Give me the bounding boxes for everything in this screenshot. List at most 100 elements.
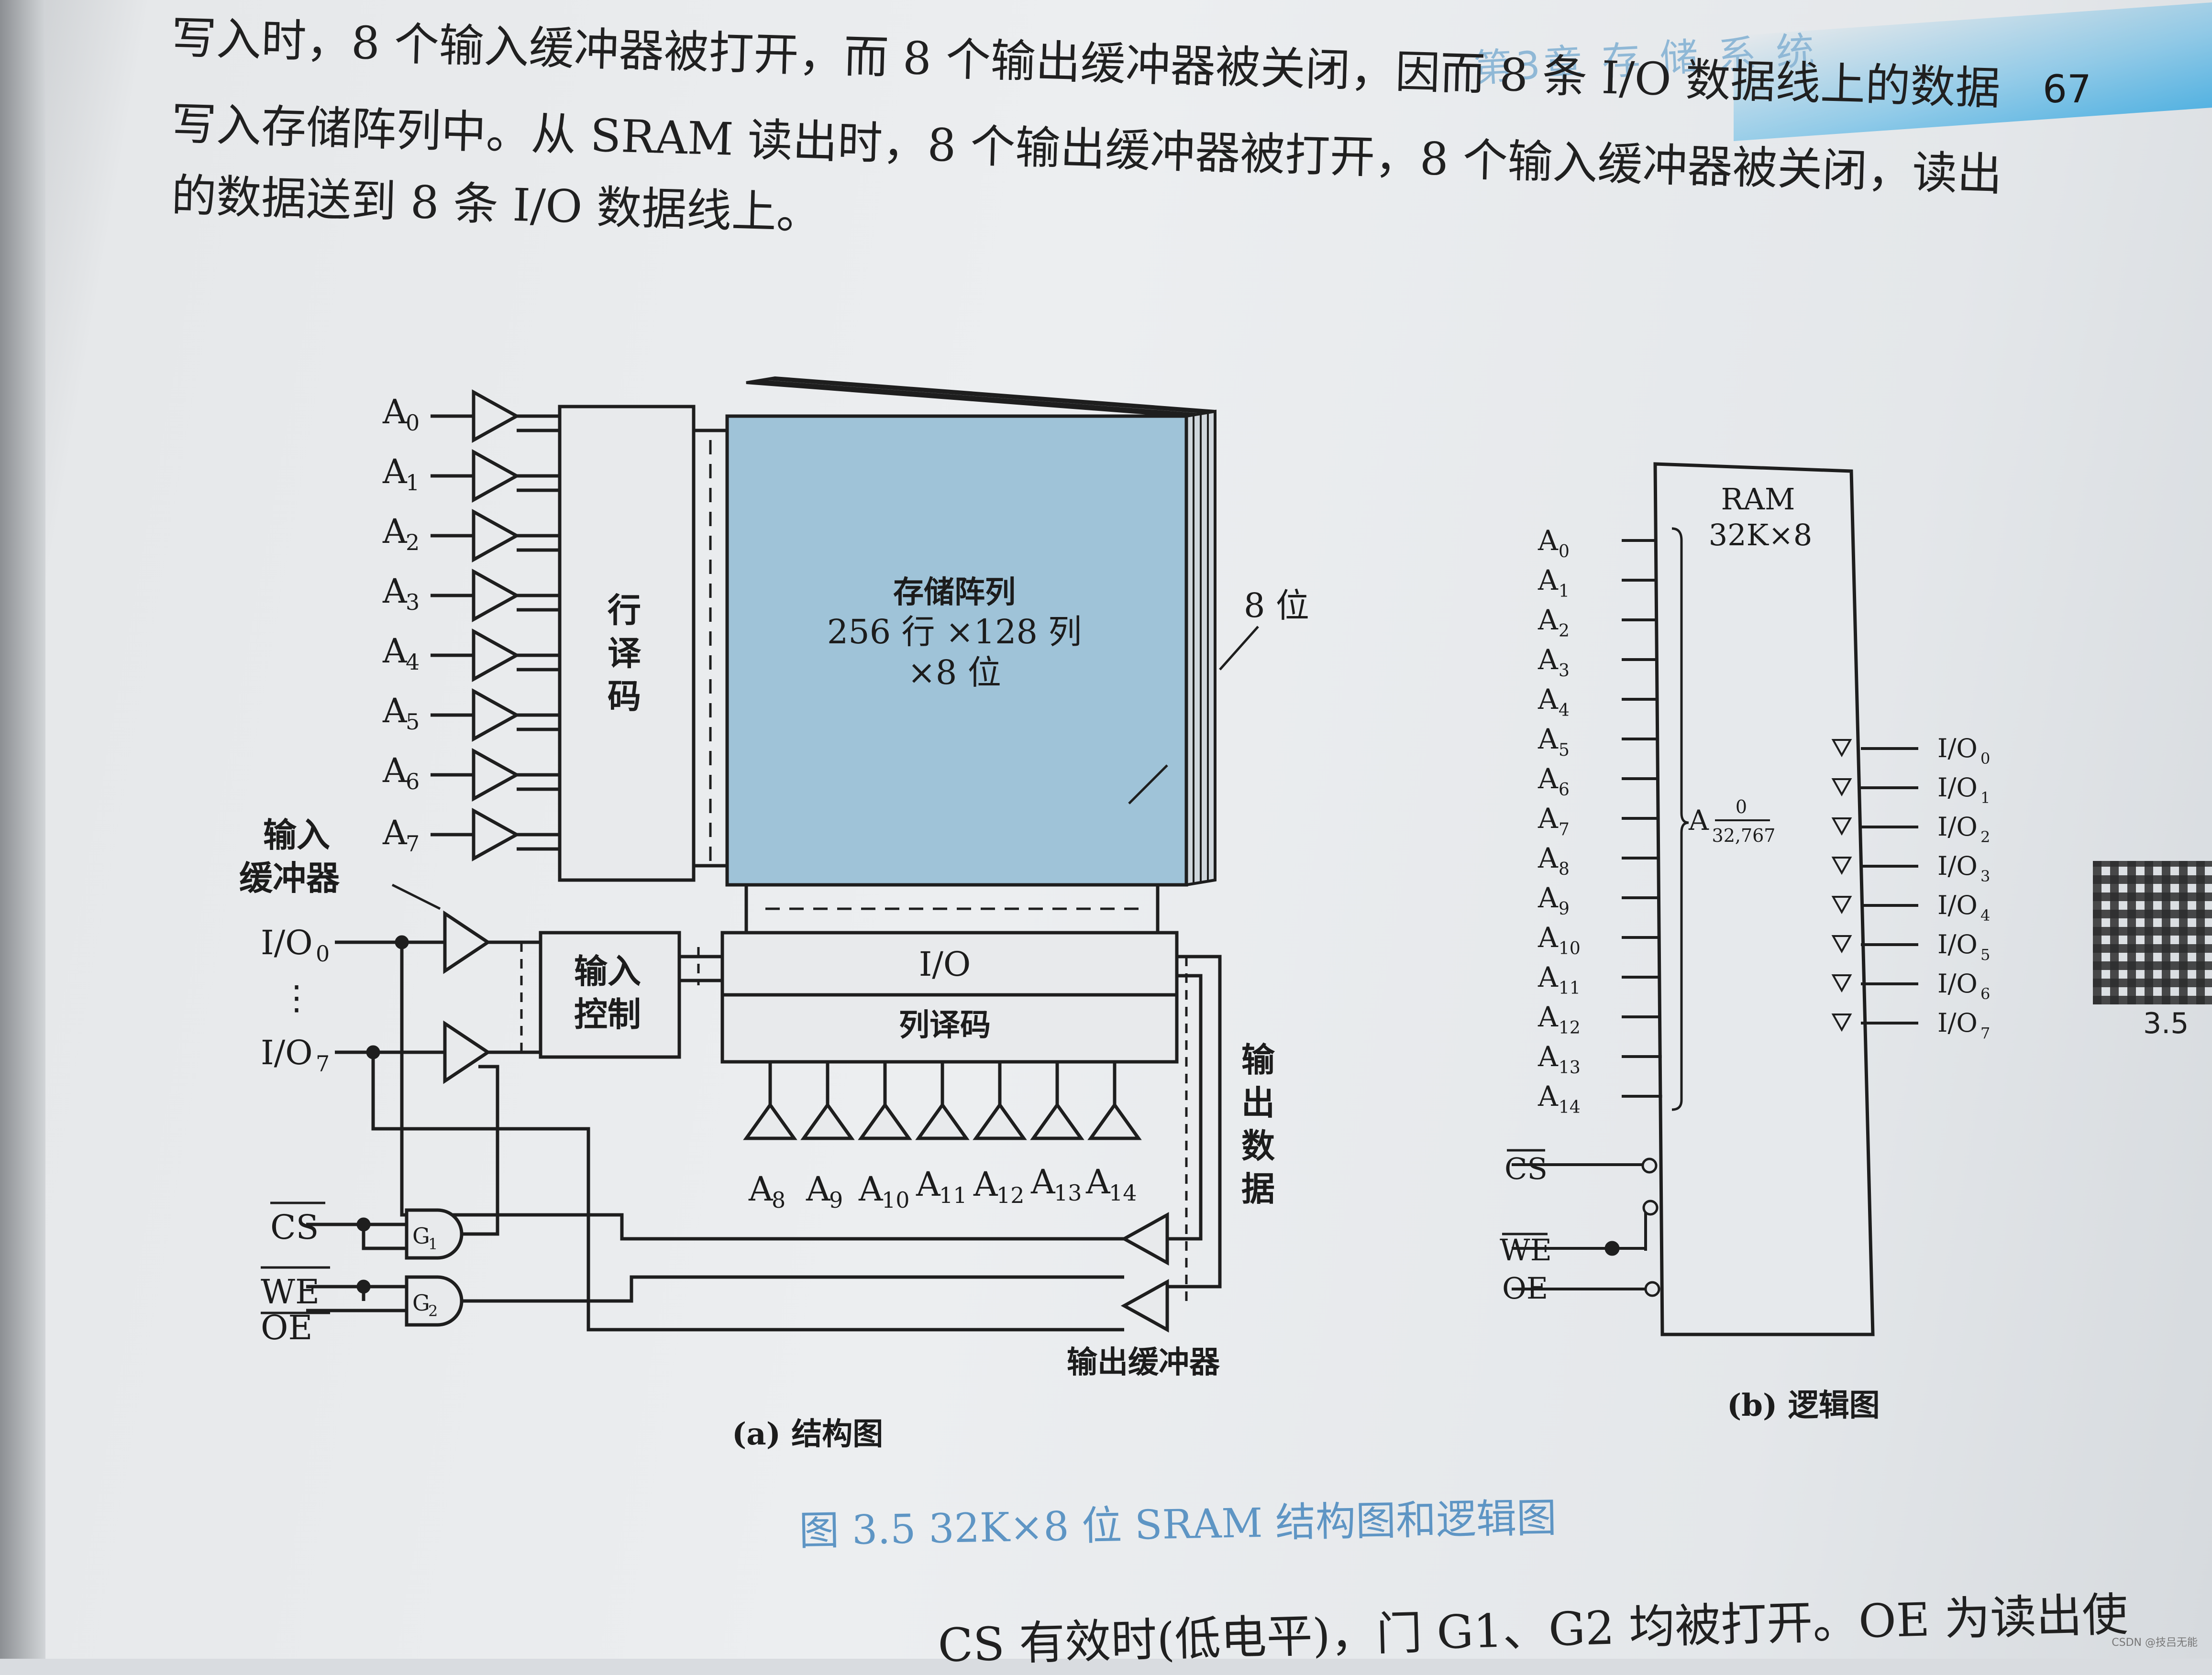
ram-oe-label: OE: [1502, 1271, 1548, 1306]
io-pin-sub: 7: [1980, 1024, 1990, 1042]
address-pin-label: A: [1537, 762, 1559, 795]
g1-label: G: [412, 1223, 430, 1249]
svg-text:1: 1: [406, 470, 420, 496]
svg-text:9: 9: [829, 1187, 843, 1213]
svg-text:2: 2: [406, 529, 420, 555]
address-pin-sub: 2: [1559, 621, 1570, 641]
io-pin-label: I/O: [1937, 772, 1978, 803]
svg-text:6: 6: [406, 769, 420, 794]
address-pin-sub: 7: [1559, 820, 1570, 839]
io-pin-sub: 0: [1980, 749, 1990, 768]
svg-text:缓冲器: 缓冲器: [239, 858, 340, 898]
address-pin-sub: 10: [1559, 939, 1581, 959]
svg-text:0: 0: [316, 941, 330, 967]
ram-chip-box: [1653, 462, 1875, 1336]
svg-text:0: 0: [1736, 796, 1747, 817]
address-pin-label: A: [1537, 882, 1559, 914]
io-pin-sub: 3: [1980, 867, 1990, 885]
ram-size: 32K×8: [1709, 518, 1813, 552]
col-decoder-label: 列译码: [899, 1007, 991, 1043]
address-pin-label: A: [1537, 643, 1559, 676]
svg-text:32,767: 32,767: [1712, 825, 1776, 846]
svg-text:5: 5: [406, 709, 420, 735]
address-pin-sub: 14: [1559, 1098, 1581, 1117]
address-pin-label: A: [1537, 961, 1559, 993]
svg-text:A: A: [748, 1169, 774, 1209]
svg-text:A: A: [382, 751, 408, 790]
address-pin-label: A: [1537, 802, 1559, 835]
svg-text:A: A: [973, 1165, 998, 1204]
watermark: CSDN @技吕无能: [2112, 1637, 2198, 1649]
address-pin-label: A: [1537, 723, 1559, 755]
svg-text:A: A: [382, 572, 408, 611]
address-pin-sub: 6: [1559, 780, 1570, 800]
array-face: [725, 414, 1188, 887]
tristate-icon: [1831, 1014, 1852, 1032]
figure-b-logic: [1512, 462, 1918, 1336]
figure-a-labels: A 0 A 1 A 2 A 3 A 4 A 5 A 6 A 7 行 译 码 存储…: [239, 392, 1309, 1452]
qr-code: [2093, 861, 2212, 1004]
oe-label: OE: [261, 1308, 313, 1347]
svg-text:14: 14: [1109, 1180, 1137, 1206]
qr-label: 3.5: [2143, 1007, 2189, 1040]
svg-text:A: A: [382, 631, 408, 671]
address-pin-label: A: [1537, 683, 1559, 716]
svg-text:11: 11: [939, 1182, 967, 1208]
io-pin-label: I/O: [1937, 733, 1978, 763]
ram-we-label: WE: [1500, 1233, 1552, 1267]
io-pin-sub: 4: [1980, 906, 1990, 925]
io-pin-label: I/O: [1937, 969, 1978, 999]
we-label: WE: [261, 1272, 320, 1311]
address-pin-sub: 4: [1559, 701, 1570, 720]
address-pin-label: A: [1537, 1001, 1559, 1033]
svg-text:A: A: [382, 452, 408, 491]
array-label: 存储阵列: [893, 574, 1016, 610]
memory-array: [725, 376, 1217, 887]
svg-text:控制: 控制: [574, 994, 641, 1034]
address-pin-label: A: [1537, 1080, 1559, 1113]
figure-a-structure: [306, 376, 1259, 1333]
gate-g2: [405, 1275, 464, 1327]
address-pin-label: A: [1537, 921, 1559, 954]
gate-g1: [405, 1208, 464, 1260]
svg-text:A: A: [1085, 1162, 1111, 1201]
cs-label: CS: [270, 1208, 319, 1247]
address-pin-sub: 12: [1559, 1018, 1581, 1038]
address-pin-sub: 1: [1559, 582, 1570, 601]
svg-text:A: A: [382, 512, 408, 551]
input-buffer-label: 输入: [263, 815, 330, 855]
book-gutter: [0, 0, 45, 1659]
address-pin-sub: 0: [1559, 542, 1570, 562]
figure-b-caption: (b) 逻辑图: [1727, 1388, 1880, 1423]
svg-text:13: 13: [1054, 1180, 1082, 1206]
svg-text:⋮: ⋮: [280, 978, 313, 1017]
tristate-icon: [1831, 935, 1852, 954]
tristate-icon: [1831, 778, 1852, 797]
address-pin-label: A: [1537, 842, 1559, 874]
address-pin-sub: 3: [1559, 661, 1570, 681]
row-address-buffers: [431, 389, 560, 861]
io-pin-label: I/O: [1937, 851, 1978, 881]
svg-text:10: 10: [882, 1187, 910, 1213]
column-address-buffers: [743, 1062, 1142, 1140]
svg-text:7: 7: [406, 831, 420, 857]
g2-label: G: [412, 1290, 430, 1316]
svg-text:A: A: [916, 1165, 941, 1204]
svg-text:4: 4: [406, 649, 420, 675]
io-pin-label: I/O: [1937, 1008, 1978, 1038]
output-buffer-label: 输出缓冲器: [1067, 1344, 1220, 1380]
input-control-box: [539, 931, 681, 1059]
address-pin-label: A: [1537, 604, 1559, 636]
address-pin-label: A: [1537, 1040, 1559, 1073]
address-range-label: A: [1688, 804, 1709, 837]
output-data-label: 输: [1241, 1040, 1275, 1080]
io-pin-sub: 2: [1980, 828, 1990, 846]
svg-text:A: A: [858, 1169, 884, 1209]
svg-text:据: 据: [1241, 1169, 1275, 1209]
address-pin-sub: 8: [1559, 860, 1570, 879]
svg-text:7: 7: [316, 1051, 330, 1077]
svg-text:2: 2: [428, 1302, 438, 1320]
svg-text:0: 0: [406, 410, 420, 436]
